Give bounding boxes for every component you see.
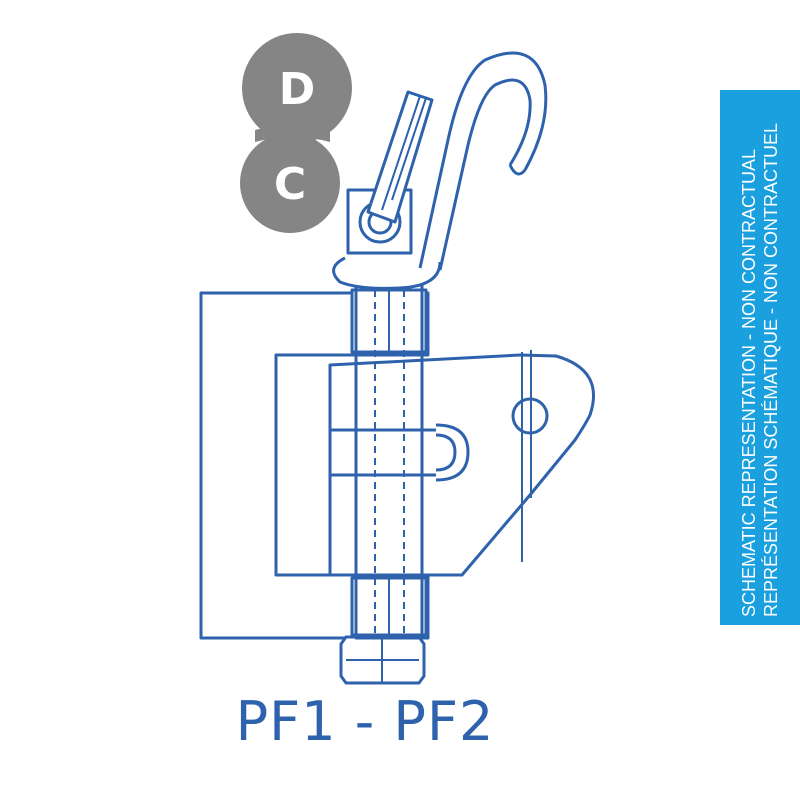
- jaw-hook: [435, 423, 470, 482]
- dc-logo: D C: [240, 33, 352, 233]
- j-hook-inner: [438, 78, 532, 271]
- disclaimer-line-fr: REPRÉSENTATION SCHÉMATIQUE - NON CONTRAC…: [761, 122, 781, 617]
- jaw-hook-inner: [435, 433, 457, 472]
- disclaimer-line-en: SCHEMATIC REPRESENTATION - NON CONTRACTU…: [739, 148, 759, 617]
- jaw-slot-bottom: [328, 473, 436, 575]
- disclaimer-text: SCHEMATIC REPRESENTATION - NON CONTRACTU…: [738, 97, 782, 617]
- eye-loop: [332, 256, 442, 290]
- j-hook-tip: [508, 164, 527, 176]
- swing-arm-line-2: [391, 97, 427, 201]
- logo-letter-d: D: [279, 64, 316, 115]
- clamp-drawing: [199, 51, 595, 685]
- j-hook: [418, 51, 548, 269]
- disclaimer-band: SCHEMATIC REPRESENTATION - NON CONTRACTU…: [720, 90, 800, 625]
- swing-arm-line: [381, 95, 421, 211]
- logo-circle-bottom: [240, 133, 340, 233]
- c-frame: [199, 291, 430, 640]
- logo-waist: [255, 125, 330, 142]
- logo-circle-top: [242, 33, 352, 143]
- jaw-plate: [328, 353, 595, 577]
- product-code-caption: PF1 - PF2: [235, 690, 495, 753]
- logo-letter-c: C: [274, 159, 306, 210]
- jaw-slot-top: [328, 365, 436, 432]
